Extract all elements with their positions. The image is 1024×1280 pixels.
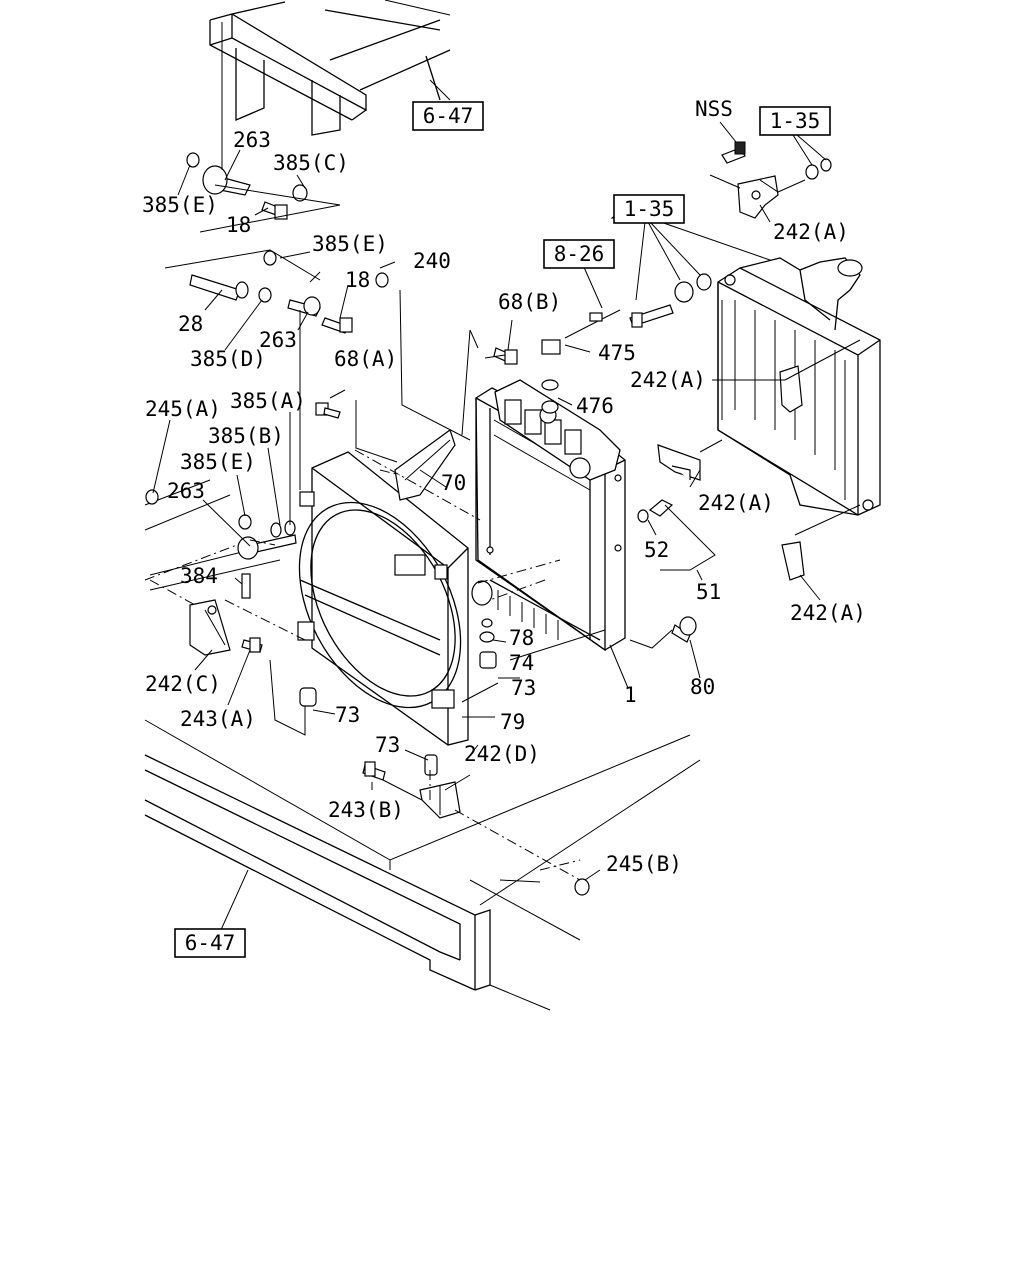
- upper-frame-crossmember: [209, 0, 451, 136]
- label-242a: 242(A): [773, 220, 849, 244]
- label-73: 73: [375, 733, 400, 757]
- intercooler-pipe: [739, 257, 863, 331]
- label-68b: 68(B): [498, 290, 561, 314]
- bracket-242a-bottom: [781, 504, 861, 581]
- reference-6-47-bottom[interactable]: 6-47: [174, 928, 246, 958]
- label-242d: 242(D): [464, 742, 540, 766]
- label-242c: 242(C): [145, 672, 221, 696]
- label-385d: 385(D): [190, 347, 266, 371]
- label-385a: 385(A): [230, 389, 306, 413]
- bracket-242a-mid: [779, 365, 803, 413]
- bracket-242d: [419, 781, 461, 819]
- label-80: 80: [690, 675, 715, 699]
- label-384: 384: [180, 564, 218, 588]
- label-28: 28: [178, 312, 203, 336]
- radiator-bottom-tank: [471, 579, 601, 641]
- svg-text:1-35: 1-35: [770, 109, 821, 133]
- label-385b: 385(B): [208, 424, 284, 448]
- part-labels: NSS 263 385(C) 385(E) 18 385(E) 240 18 2…: [142, 97, 866, 876]
- radiator-core: [471, 379, 626, 652]
- label-51: 51: [696, 580, 721, 604]
- bracket-242c: [189, 599, 231, 656]
- label-243a: 243(A): [180, 707, 256, 731]
- label-18: 18: [226, 213, 251, 237]
- label-78: 78: [509, 626, 534, 650]
- label-73: 73: [335, 703, 360, 727]
- label-263: 263: [167, 479, 205, 503]
- reference-1-35-bracket[interactable]: 1-35: [759, 106, 831, 136]
- svg-text:6-47: 6-47: [423, 104, 474, 128]
- svg-text:8-26: 8-26: [554, 242, 605, 266]
- label-242a: 242(A): [698, 491, 774, 515]
- fasteners: [145, 141, 832, 896]
- bracket-242a-top: [709, 174, 779, 219]
- label-68a: 68(A): [334, 347, 397, 371]
- label-245b: 245(B): [606, 852, 682, 876]
- label-242a: 242(A): [630, 368, 706, 392]
- reference-8-26-sensor[interactable]: 8-26: [543, 239, 615, 269]
- label-263: 263: [233, 128, 271, 152]
- bracket-242a-left: [657, 444, 701, 481]
- label-74: 74: [509, 651, 534, 675]
- label-240: 240: [413, 249, 451, 273]
- label-242a: 242(A): [790, 601, 866, 625]
- label-385c: 385(C): [273, 151, 349, 175]
- label-18: 18: [345, 268, 370, 292]
- label-70: 70: [441, 471, 466, 495]
- label-475: 475: [598, 341, 636, 365]
- label-73: 73: [511, 676, 536, 700]
- leader-lines: [149, 22, 861, 933]
- label-476: 476: [576, 394, 614, 418]
- fan-shroud: [297, 451, 469, 746]
- reference-6-47-top[interactable]: 6-47: [412, 101, 484, 131]
- label-385e: 385(E): [142, 193, 218, 217]
- label-263: 263: [259, 328, 297, 352]
- label-1: 1: [624, 683, 637, 707]
- label-243b: 243(B): [328, 798, 404, 822]
- label-385e: 385(E): [312, 232, 388, 256]
- label-52: 52: [644, 538, 669, 562]
- label-nss: NSS: [695, 97, 733, 121]
- bracket-70: [394, 429, 456, 501]
- label-245a: 245(A): [145, 397, 221, 421]
- label-79: 79: [500, 710, 525, 734]
- svg-text:6-47: 6-47: [185, 931, 236, 955]
- radiator-top-tank: [494, 379, 621, 481]
- reference-1-35-fan[interactable]: 1-35: [613, 194, 685, 224]
- label-385e: 385(E): [180, 450, 256, 474]
- svg-text:1-35: 1-35: [624, 197, 675, 221]
